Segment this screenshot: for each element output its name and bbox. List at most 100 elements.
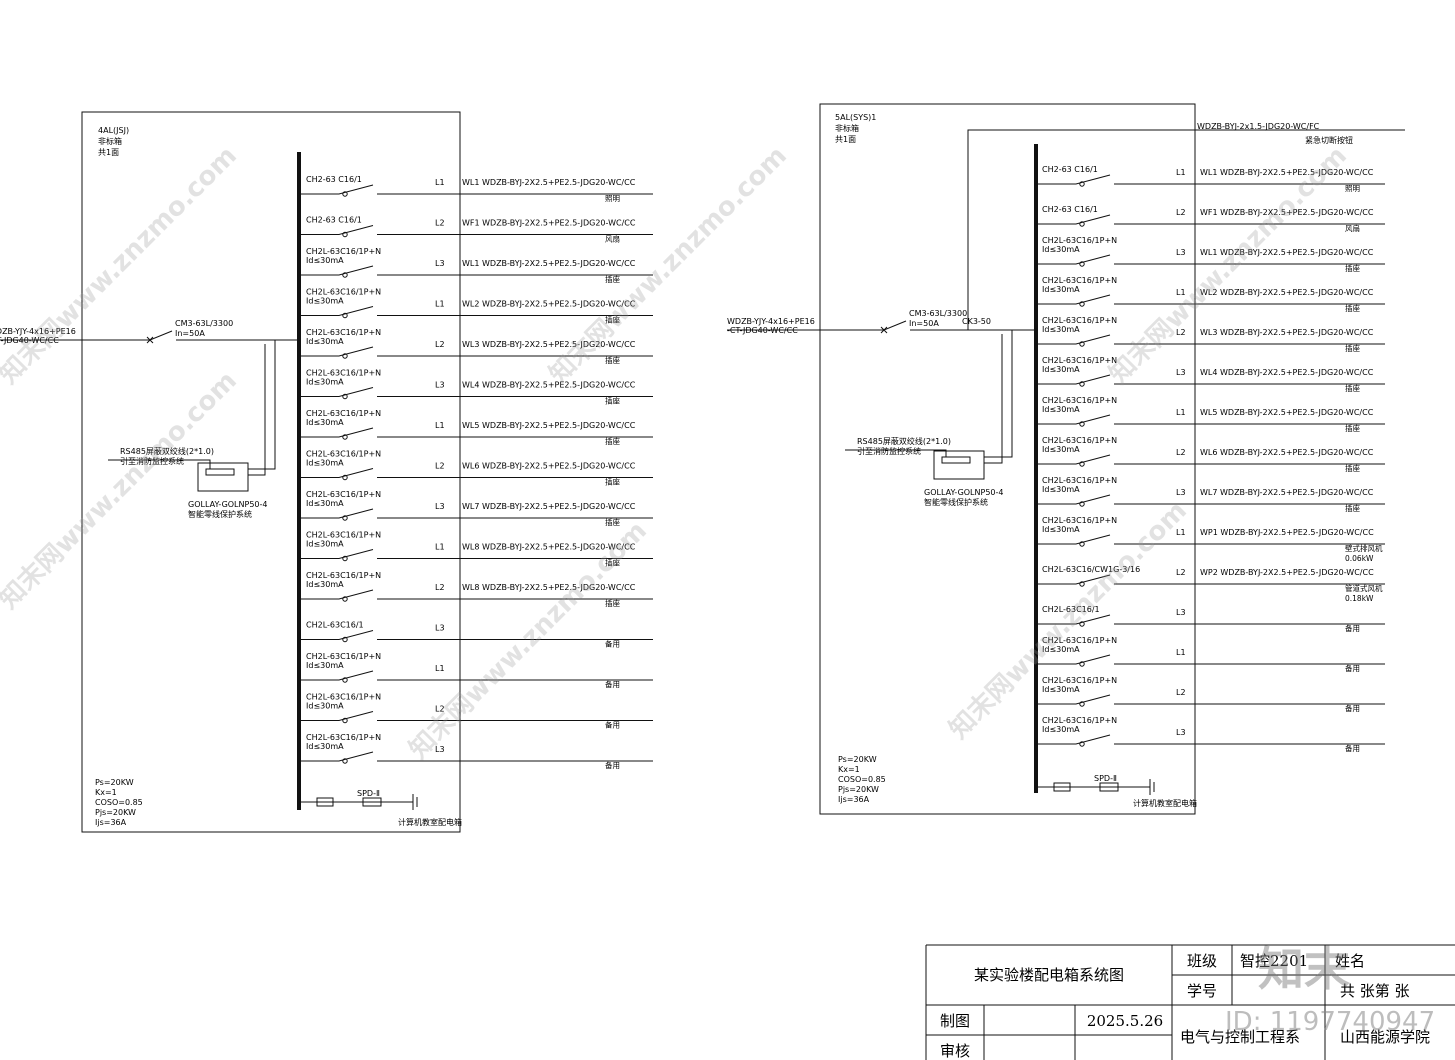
circuit-usage: 备用 xyxy=(1345,703,1360,713)
protector-label: GOLLAY-GOLNP50-4 xyxy=(188,500,267,509)
breaker-contact xyxy=(1079,301,1085,307)
circuit-line xyxy=(299,346,653,357)
circuit-usage: 插座 xyxy=(1345,503,1361,513)
cable-spec: WL4 WDZB-BYJ-2X2.5+PE2.5-JDG20-WC/CC xyxy=(462,381,636,390)
breaker-model: CH2L-63C16/1P+N xyxy=(306,288,381,297)
circuit-line xyxy=(299,711,653,721)
cable-spec: WL6 WDZB-BYJ-2X2.5+PE2.5-JDG20-WC/CC xyxy=(1200,448,1374,457)
incoming-cable-label: -CT-JDG40-WC/CC xyxy=(727,326,798,335)
circuit-usage: 备用 xyxy=(1345,663,1360,673)
breaker-contact xyxy=(342,758,348,764)
busbar xyxy=(1034,144,1038,793)
watermark-text: 知末网www.znzmo.com xyxy=(0,141,243,390)
circuit-line xyxy=(1036,254,1385,265)
spd-line xyxy=(299,794,418,810)
circuit-line xyxy=(1036,574,1385,585)
breaker-contact xyxy=(342,677,348,683)
breaker-model: Id≤30mA xyxy=(306,459,344,468)
phase-label: L1 xyxy=(1176,648,1186,657)
circuit-line xyxy=(299,387,653,397)
breaker-model: Id≤30mA xyxy=(306,742,344,751)
circuit-line xyxy=(299,306,653,316)
circuit-usage: 插座 xyxy=(605,355,620,365)
breaker-model: Id≤30mA xyxy=(306,540,344,549)
protector-terminal xyxy=(205,468,235,476)
breaker-contact xyxy=(342,312,348,319)
phase-label: L1 xyxy=(435,664,445,673)
breaker-model: CH2L-63C16/1P+N xyxy=(1042,236,1117,245)
spd-fuse xyxy=(316,797,334,807)
panel-right: 5AL(SYS)1非标箱共1面WDZB-YJY-4x16+PE16-CT-JDG… xyxy=(727,103,1405,815)
circuit-line xyxy=(299,225,653,235)
load-parameter: COSO=0.85 xyxy=(838,775,886,784)
cable-spec: WL4 WDZB-BYJ-2X2.5+PE2.5-JDG20-WC/CC xyxy=(1200,368,1374,377)
rs485-label: RS485屏蔽双绞线(2*1.0) xyxy=(857,436,951,446)
panel-frame xyxy=(819,103,1196,815)
circuit-line xyxy=(1036,654,1385,665)
circuit-usage: 风扇 xyxy=(1345,223,1360,233)
neutral-protector-box xyxy=(197,462,249,492)
school-name: 山西能源学院 xyxy=(1340,1028,1430,1046)
circuit-usage: 插座 xyxy=(605,598,620,608)
circuit-line xyxy=(299,265,653,276)
circuit-line xyxy=(299,549,653,559)
panel-header-line: 共1面 xyxy=(98,148,119,157)
circuit-usage: 照明 xyxy=(1345,184,1360,193)
phase-label: L3 xyxy=(435,259,445,268)
spd-fuse xyxy=(1053,782,1071,792)
incoming-cable-label: WDZB-YJY-4x16+PE16 xyxy=(0,327,76,336)
breaker-contact xyxy=(342,555,348,562)
breaker-contact xyxy=(342,272,348,278)
circuit-line xyxy=(299,427,653,438)
circuit-usage: 壁式排风机 xyxy=(1345,543,1383,553)
breaker-model: Id≤30mA xyxy=(306,378,344,387)
breaker-model: CH2L-63C16/1P+N xyxy=(306,409,381,418)
circuit-usage: 插座 xyxy=(605,436,620,446)
phase-label: L1 xyxy=(435,543,445,552)
circuit-usage: 插座 xyxy=(605,517,620,527)
panel-header-line: 非标箱 xyxy=(835,123,859,133)
phase-label: L2 xyxy=(435,462,445,471)
cable-spec: WL5 WDZB-BYJ-2X2.5+PE2.5-JDG20-WC/CC xyxy=(1200,408,1374,417)
circuit-line xyxy=(299,670,653,681)
cable-spec: WL1 WDZB-BYJ-2X2.5+PE2.5-JDG20-WC/CC xyxy=(1200,168,1374,177)
circuit-line xyxy=(299,184,653,195)
cable-spec: WF1 WDZB-BYJ-2X2.5+PE2.5-JDG20-WC/CC xyxy=(1200,208,1374,217)
panel-code: 5AL(SYS)1 xyxy=(835,113,876,122)
circuit-line xyxy=(299,751,653,762)
panel-footer-label: 计算机教室配电箱 xyxy=(1133,798,1197,808)
circuit-usage: 插座 xyxy=(605,558,620,568)
distribution-panels: 4AL(JSJ)非标箱共1面WDZB-YJY-4x16+PE16-CT-JDG4… xyxy=(0,103,1405,833)
watermark-text: 知末网www.znzmo.com xyxy=(1104,141,1353,390)
cable-spec: WL1 WDZB-BYJ-2X2.5+PE2.5-JDG20-WC/CC xyxy=(462,259,636,268)
circuit-usage: 插座 xyxy=(1345,463,1361,473)
breaker-model: Id≤30mA xyxy=(306,661,344,670)
watermark-layer: 知末网www.znzmo.com 知末网www.znzmo.com 知末网www… xyxy=(0,141,1435,1037)
breaker-model: CH2L-63C16/1 xyxy=(306,621,364,630)
phase-label: L1 xyxy=(435,421,445,430)
watermark-text: 知末网www.znzmo.com xyxy=(0,366,243,615)
review-label: 审核 xyxy=(940,1042,970,1060)
protector-wiring xyxy=(845,330,1013,464)
class-label: 班级 xyxy=(1187,952,1217,970)
spd-label: SPD-Ⅱ xyxy=(357,789,380,798)
phase-label: L2 xyxy=(435,219,445,228)
phase-label: L3 xyxy=(1176,368,1186,377)
circuit-usage: 备用 xyxy=(1345,743,1360,753)
breaker-model: CH2L-63C16/1P+N xyxy=(1042,436,1117,445)
breaker-model: CH2L-63C16/1P+N xyxy=(306,490,381,499)
breaker-model: CH2L-63C16/1P+N xyxy=(1042,676,1117,685)
watermark-logo: 知末 xyxy=(1258,942,1350,996)
incoming-breaker-label: CM3-63L/3300 xyxy=(175,319,233,328)
breaker-model: Id≤30mA xyxy=(306,297,344,306)
breaker-model: Id≤30mA xyxy=(1042,285,1080,294)
